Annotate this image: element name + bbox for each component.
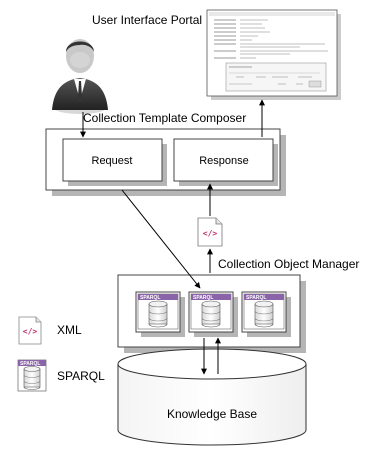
database-icon [201,300,221,328]
sparql-tile: SPARQL [188,291,238,337]
user-interface-portal-label: User Interface Portal [92,13,202,27]
knowledge-base-label: Knowledge Base [167,407,257,421]
database-icon [254,300,274,328]
legend-xml-icon: </> [18,316,42,345]
sparql-tile-tag: SPARQL [246,295,266,301]
sparql-tile: SPARQL [135,291,185,337]
portal-detail-lines [214,19,328,59]
legend: </> XML SPARQL SPARQL [17,316,105,392]
sparql-tile-tag: SPARQL [193,295,213,301]
response-box: Response [173,138,278,186]
legend-sparql-tag: SPARQL [20,361,40,367]
sparql-tile: SPARQL [241,291,291,337]
xml-document-icon: </> [197,217,223,247]
knowledge-base-cylinder: Knowledge Base [117,348,307,446]
arrow-request-to-manager [121,189,201,289]
request-box: Request [62,138,167,186]
response-label: Response [199,155,249,167]
legend-sparql-icon: SPARQL [17,359,47,392]
legend-xml-label: XML [57,323,82,337]
user-avatar-icon [52,39,108,114]
database-icon [148,300,168,328]
legend-xml-glyph: </> [23,327,38,336]
collection-object-manager-label: Collection Object Manager [218,257,359,271]
xml-glyph: </> [203,229,218,238]
sparql-tile-tag: SPARQL [140,295,160,301]
flow-arrows [80,99,265,375]
portal-inner-panel [225,62,327,92]
portal-screenshot [206,9,341,100]
legend-sparql-label: SPARQL [57,369,105,383]
collection-template-composer-label: Collection Template Composer [83,111,246,125]
request-label: Request [92,155,133,167]
